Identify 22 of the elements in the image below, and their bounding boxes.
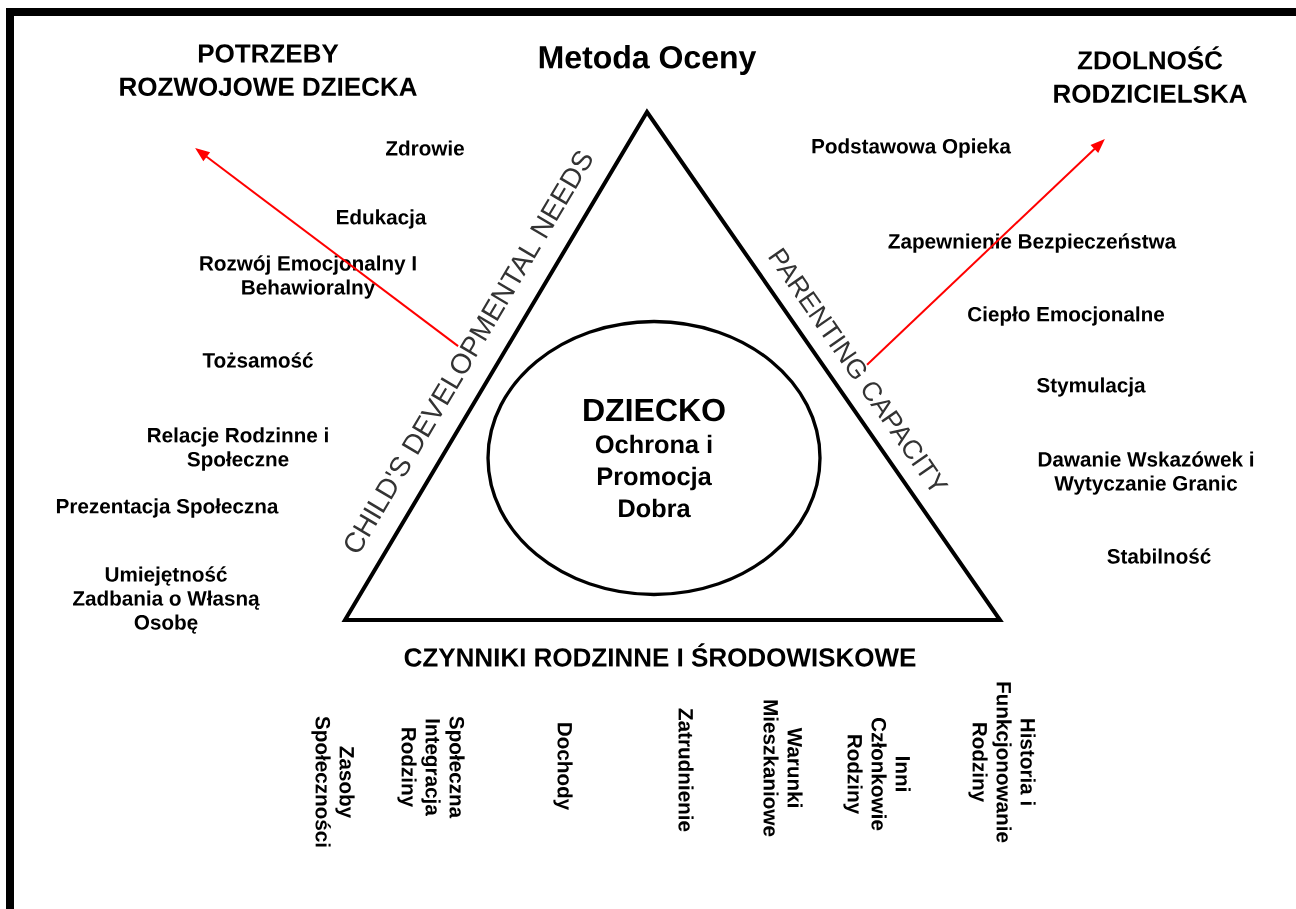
heading: ZDOLNOŚĆ RODZICIELSKA	[1054, 46, 1247, 103]
item-label: Zdrowie	[386, 140, 464, 156]
item-label: Stymulacja	[1037, 377, 1146, 397]
item-label: Społeczna Integracja Rodziny	[397, 716, 465, 819]
item-label: Ciepło Emocjonalne	[968, 306, 1165, 326]
item-label: Umiejętność Zadbania o Własną Osobę	[73, 566, 260, 634]
item-label: Dochody	[553, 723, 573, 811]
item-label: Inni Członkowie Rodziny	[843, 718, 911, 831]
item-label: Historia i Funkcjonowanie Rodziny	[968, 682, 1036, 843]
item-label: Prezentacja Społeczna	[56, 498, 279, 518]
heading: POTRZEBY ROZWOJOWE DZIECKA	[120, 44, 417, 96]
title: Metoda Oceny	[539, 45, 757, 75]
item-label: Stabilność	[1107, 548, 1211, 564]
item-label: Edukacja	[337, 209, 427, 229]
item-label: Zasoby Społeczności	[311, 716, 355, 847]
heading: CZYNNIKI RODZINNE I ŚRODOWISKOWE	[404, 643, 916, 667]
item-label: Relacje Rodzinne i Społeczne	[148, 427, 328, 471]
item-label: Warunki Mieszkaniowe	[763, 700, 803, 837]
item-label: Dawanie Wskazówek i Wytyczanie Granic	[1038, 451, 1254, 495]
item-label: Podstawowa Opieka	[812, 138, 1012, 158]
item-label: Tożsamość	[202, 352, 313, 368]
item-label: Zatrudnienie	[678, 708, 694, 832]
